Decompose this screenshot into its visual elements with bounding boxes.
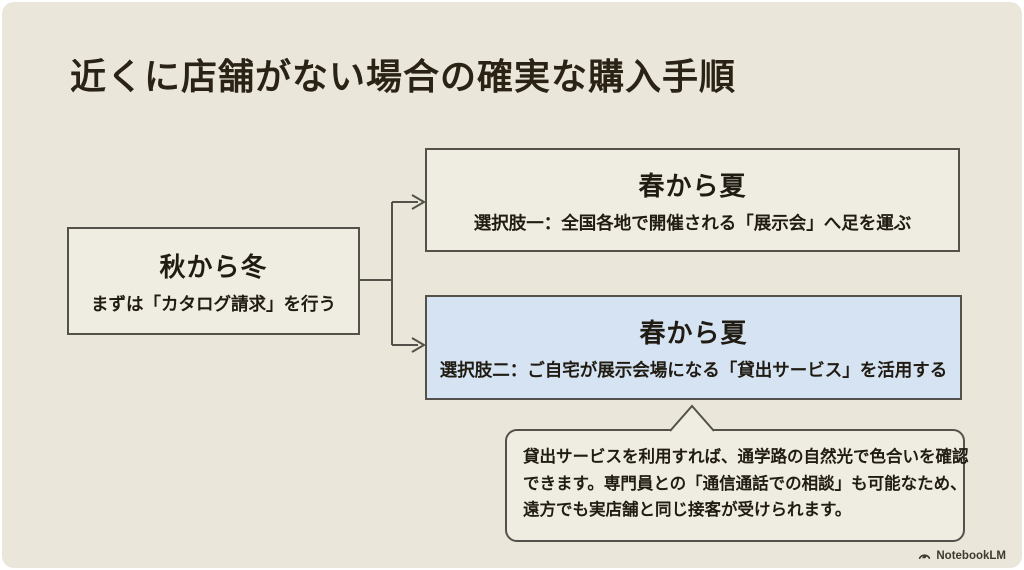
callout-notch-outline	[669, 404, 715, 432]
callout-bubble: 貸出サービスを利用すれば、通学路の自然光で色合いを確認 できます。専門員との「通…	[505, 429, 969, 542]
node-heading: 秋から冬	[159, 251, 268, 282]
flow-node-option1: 春から夏 選択肢一：全国各地で開催される「展示会」へ足を運ぶ	[425, 148, 960, 252]
node-subtitle: まずは「カタログ請求」を行う	[91, 293, 336, 314]
arrowhead-icon	[411, 337, 426, 353]
arrowhead-icon	[411, 194, 426, 210]
brand-label: NotebookLM	[936, 549, 1006, 562]
flow-node-option2-highlighted: 春から夏 選択肢二：ご自宅が展示会場になる「貸出サービス」を活用する	[425, 295, 962, 400]
page-title: 近くに店舗がない場合の確実な購入手順	[70, 56, 737, 97]
brand-footer: NotebookLM	[918, 549, 1006, 562]
callout-text-line: 貸出サービスを利用すれば、通学路の自然光で色合いを確認	[523, 448, 969, 466]
notebooklm-logo-icon	[919, 554, 931, 560]
callout-text-line: 遠方でも実店舗と同じ接客が受けられます。	[523, 501, 852, 520]
flow-node-root: 秋から冬 まずは「カタログ請求」を行う	[67, 227, 360, 335]
node-subtitle: 選択肢一：全国各地で開催される「展示会」へ足を運ぶ	[473, 212, 912, 233]
node-heading: 春から夏	[639, 318, 748, 348]
node-heading: 春から夏	[638, 170, 747, 201]
callout-text-line: できます。専門員との「通信通話での相談」も可能なため、	[523, 474, 967, 493]
node-subtitle: 選択肢二：ご自宅が展示会場になる「貸出サービス」を活用する	[439, 360, 948, 380]
